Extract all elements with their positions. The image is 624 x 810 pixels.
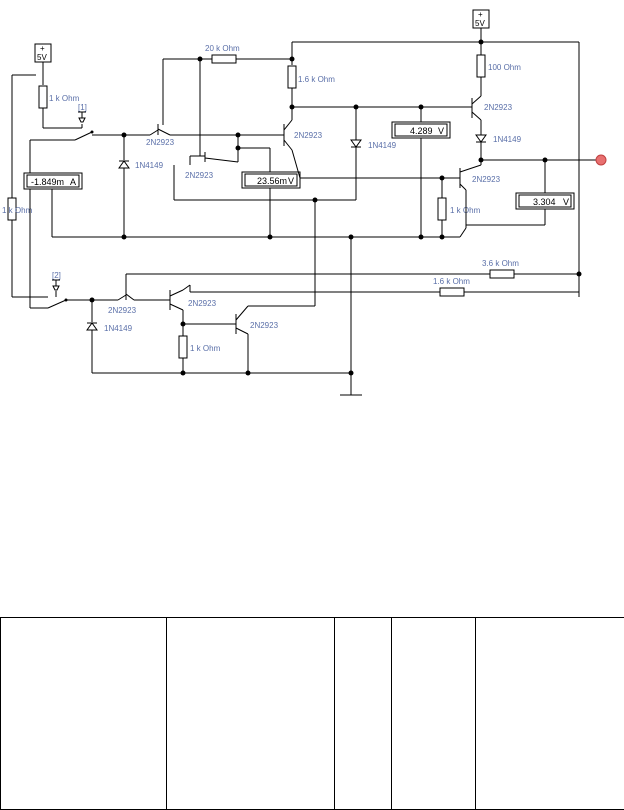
resistor-top: 20 k Ohm [205,44,240,64]
ammeter-value: -1.849m [31,177,64,187]
table-cell [391,617,476,810]
resistor-right-top: 100 Ohm [476,54,521,78]
vcc-source-right: + 5V [472,9,490,29]
switch-2[interactable]: [2] [47,271,68,309]
vcc-source-left: + 5V [34,43,52,85]
table-cell [0,617,167,810]
switch-1-label: [1] [78,103,87,112]
voltmeter-mid-value: 23.56m [257,176,287,186]
transistor-q1: 2N2923 [146,59,238,147]
transistor-q4: 2N2923 [471,95,513,121]
diode-2-label: 1N4149 [368,141,397,150]
transistor-q6-label: 2N2923 [108,306,137,315]
resistor-left-top: 1 k Ohm [38,85,80,109]
table-cell [166,617,335,810]
resistor-right-mid: 1 k Ohm [437,197,481,221]
switch-1[interactable]: [1] [74,103,94,141]
voltmeter-right-unit: V [438,126,444,136]
resistor-left-top-label: 1 k Ohm [49,94,80,103]
transistor-q4-label: 2N2923 [484,103,513,112]
voltmeter-out-unit: V [563,197,569,207]
table-cell [334,617,392,810]
resistor-lower-a: 3.6 k Ohm [482,259,519,279]
data-table [0,617,624,810]
voltmeter-right-value: 4.289 [410,126,433,136]
diode-3: 1N4149 [475,134,522,144]
diode-3-label: 1N4149 [493,135,522,144]
diode-4-label: 1N4149 [104,324,133,333]
resistor-top-label: 20 k Ohm [205,44,240,53]
resistor-lower-b: 1.6 k Ohm [433,277,470,297]
transistor-q7-label: 2N2923 [188,299,217,308]
vcc-right-label: 5V [475,19,485,28]
vcc-left-label: 5V [37,53,47,62]
transistor-q3: 2N2923 [238,119,323,151]
ammeter: -1.849m A [23,172,83,190]
resistor-bottom: 1 k Ohm [178,335,221,359]
svg-text:+: + [478,10,483,19]
transistor-q2-label: 2N2923 [185,171,214,180]
resistor-left-side: 1 k Ohm [2,197,33,221]
ammeter-unit: A [70,177,76,187]
resistor-right-mid-label: 1 k Ohm [450,206,481,215]
transistor-q2: 2N2923 [185,59,239,180]
svg-text:+: + [40,44,45,53]
transistor-q5-label: 2N2923 [472,175,501,184]
voltmeter-out: 3.304 V [515,192,575,210]
circuit-schematic: + 5V 1 k Ohm [1] 1 k Ohm -1.849m A [2,9,607,396]
voltmeter-mid: 23.56m V [241,171,301,189]
transistor-q6: 2N2923 [108,274,170,315]
voltmeter-mid-unit: V [288,176,294,186]
table-cell [475,617,624,810]
transistor-q8-label: 2N2923 [250,321,279,330]
transistor-q1-label: 2N2923 [146,138,175,147]
output-probe[interactable] [595,154,607,166]
transistor-q8: 2N2923 [235,305,279,335]
table-row [0,617,624,810]
resistor-bottom-label: 1 k Ohm [190,344,221,353]
switch-2-label: [2] [52,271,61,280]
diode-1-label: 1N4149 [135,161,164,170]
resistor-right-top-label: 100 Ohm [488,63,521,72]
transistor-q5: 2N2923 [454,164,501,191]
diode-2: 1N4149 [350,107,397,200]
transistor-q7: 2N2923 [169,284,217,311]
diode-4: 1N4149 [86,300,133,373]
resistor-lower-b-label: 1.6 k Ohm [433,277,470,286]
resistor-mid-label: 1.6 k Ohm [298,75,335,84]
resistor-mid: 1.6 k Ohm [287,65,335,89]
voltmeter-right: 4.289 V [391,121,451,139]
voltmeter-out-value: 3.304 [533,197,556,207]
transistor-q3-label: 2N2923 [294,131,323,140]
diode-1: 1N4149 [118,135,164,237]
resistor-left-side-label: 1 k Ohm [2,206,33,215]
resistor-lower-a-label: 3.6 k Ohm [482,259,519,268]
